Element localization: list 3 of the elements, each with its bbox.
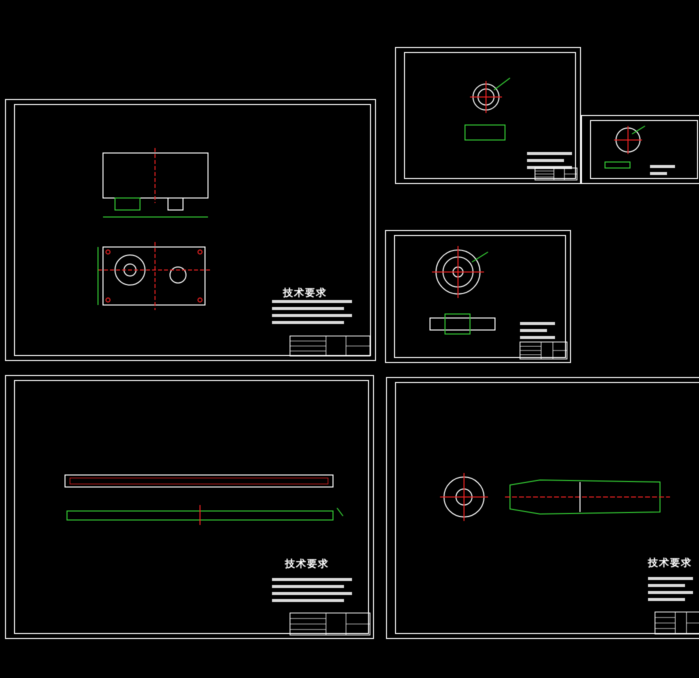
requirements-heading: 技术要求 bbox=[648, 556, 692, 570]
requirements-heading: 技术要求 bbox=[283, 286, 327, 300]
requirements-heading: 技术要求 bbox=[285, 558, 329, 571]
